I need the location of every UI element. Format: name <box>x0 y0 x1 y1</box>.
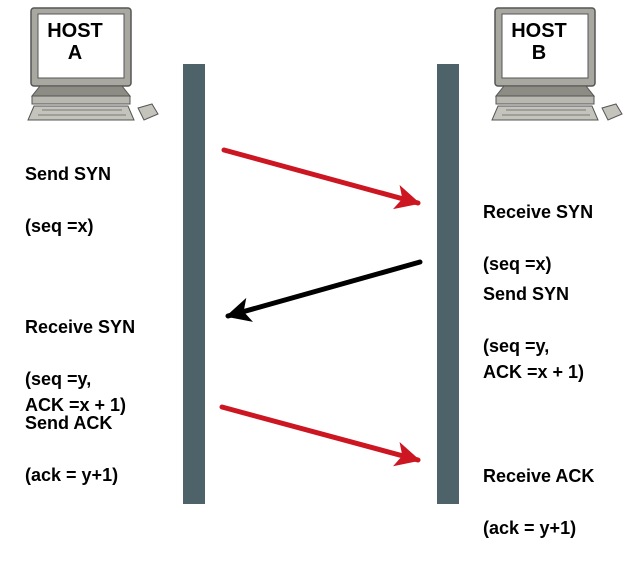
syn-ack-arrow <box>225 259 423 322</box>
step-title: Receive ACK <box>483 466 595 486</box>
step-title: Receive SYN <box>25 317 136 337</box>
computer-icon <box>27 7 159 121</box>
step-detail: (ack = y+1) <box>483 518 577 538</box>
message-arrows <box>219 147 423 467</box>
step-title: Send SYN <box>25 164 112 184</box>
computer-icon <box>491 7 623 121</box>
step-detail: (seq =x) <box>483 254 552 274</box>
step-detail: (seq =x) <box>25 216 94 236</box>
host-b-timeline <box>437 64 459 504</box>
host-a-label: HOST A <box>47 20 103 64</box>
host-a-timeline <box>183 64 205 504</box>
host-b-label: HOST B <box>511 20 567 64</box>
host-b-send-syn: Send SYN (seq =y, ACK =x + 1) <box>483 255 584 411</box>
step-detail: (seq =y, ACK =x + 1) <box>483 336 585 382</box>
syn-arrow <box>221 147 421 210</box>
host-a-send-syn: Send SYN (seq =x) <box>25 135 111 265</box>
step-title: Send ACK <box>25 413 113 433</box>
host-b-receive-ack: Receive ACK (ack = y+1) <box>483 437 594 567</box>
ack-arrow <box>219 404 421 467</box>
host-b-computer: HOST B <box>490 6 628 124</box>
host-b-receive-syn: Receive SYN (seq =x) <box>483 173 593 303</box>
host-a-send-ack: Send ACK (ack = y+1) <box>25 384 118 514</box>
step-detail: (seq =y, ACK =x + 1) <box>25 369 127 415</box>
step-title: Send SYN <box>483 284 570 304</box>
step-title: Receive SYN <box>483 202 594 222</box>
host-a-computer: HOST A <box>26 6 164 124</box>
host-a-receive-syn: Receive SYN (seq =y, ACK =x + 1) <box>25 288 135 444</box>
step-detail: (ack = y+1) <box>25 465 119 485</box>
